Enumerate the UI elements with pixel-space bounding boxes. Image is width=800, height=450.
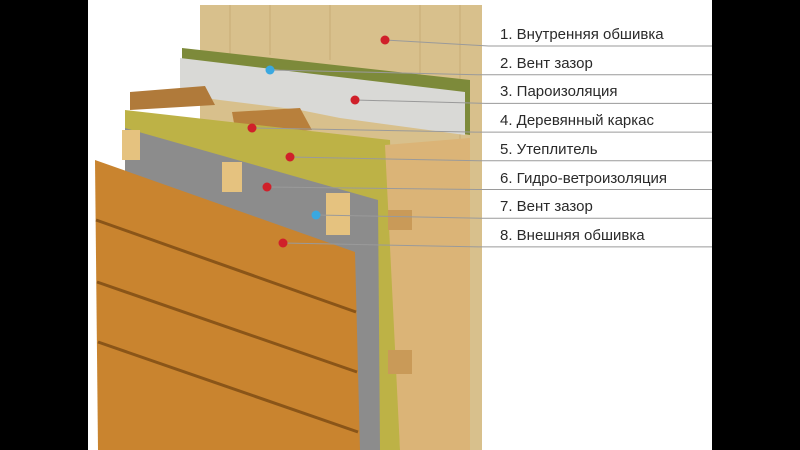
leader-line <box>269 69 712 76</box>
leader-line <box>289 156 712 162</box>
layer-label: 7. Вент зазор <box>500 198 593 216</box>
diagram-canvas: 1. Внутренняя обшивка 2. Вент зазор 3. Пар… <box>88 0 712 450</box>
leader-line <box>354 99 712 104</box>
wooden-frame <box>130 86 215 110</box>
marker-dot <box>265 65 275 75</box>
marker-dot <box>247 123 257 133</box>
marker-dot <box>262 182 272 192</box>
vapor-barrier <box>180 58 465 135</box>
leader-line <box>282 242 712 248</box>
marker-dot <box>311 210 321 220</box>
layer-label: 6. Гидро-ветроизоляция <box>500 169 668 187</box>
layer-label: 2. Вент зазор <box>500 54 593 72</box>
layer-label: 5. Утеплитель <box>500 140 598 158</box>
frame-post <box>385 138 470 450</box>
leader-line <box>384 39 712 47</box>
wall-illustration <box>95 5 712 450</box>
layer-label: 8. Внешняя обшивка <box>500 226 645 244</box>
layer-label: 3. Пароизоляция <box>500 83 618 101</box>
outer-siding <box>95 160 360 450</box>
marker-dot <box>285 152 295 162</box>
marker-dot <box>380 35 390 45</box>
leader-line <box>266 186 712 190</box>
leader-line <box>315 214 712 219</box>
layer-label: 4. Деревянный каркас <box>500 112 654 130</box>
marker-dot <box>278 238 288 248</box>
marker-dot <box>350 95 360 105</box>
layer-label: 1. Внутренняя обшивка <box>500 26 664 43</box>
leader-line <box>251 127 712 133</box>
